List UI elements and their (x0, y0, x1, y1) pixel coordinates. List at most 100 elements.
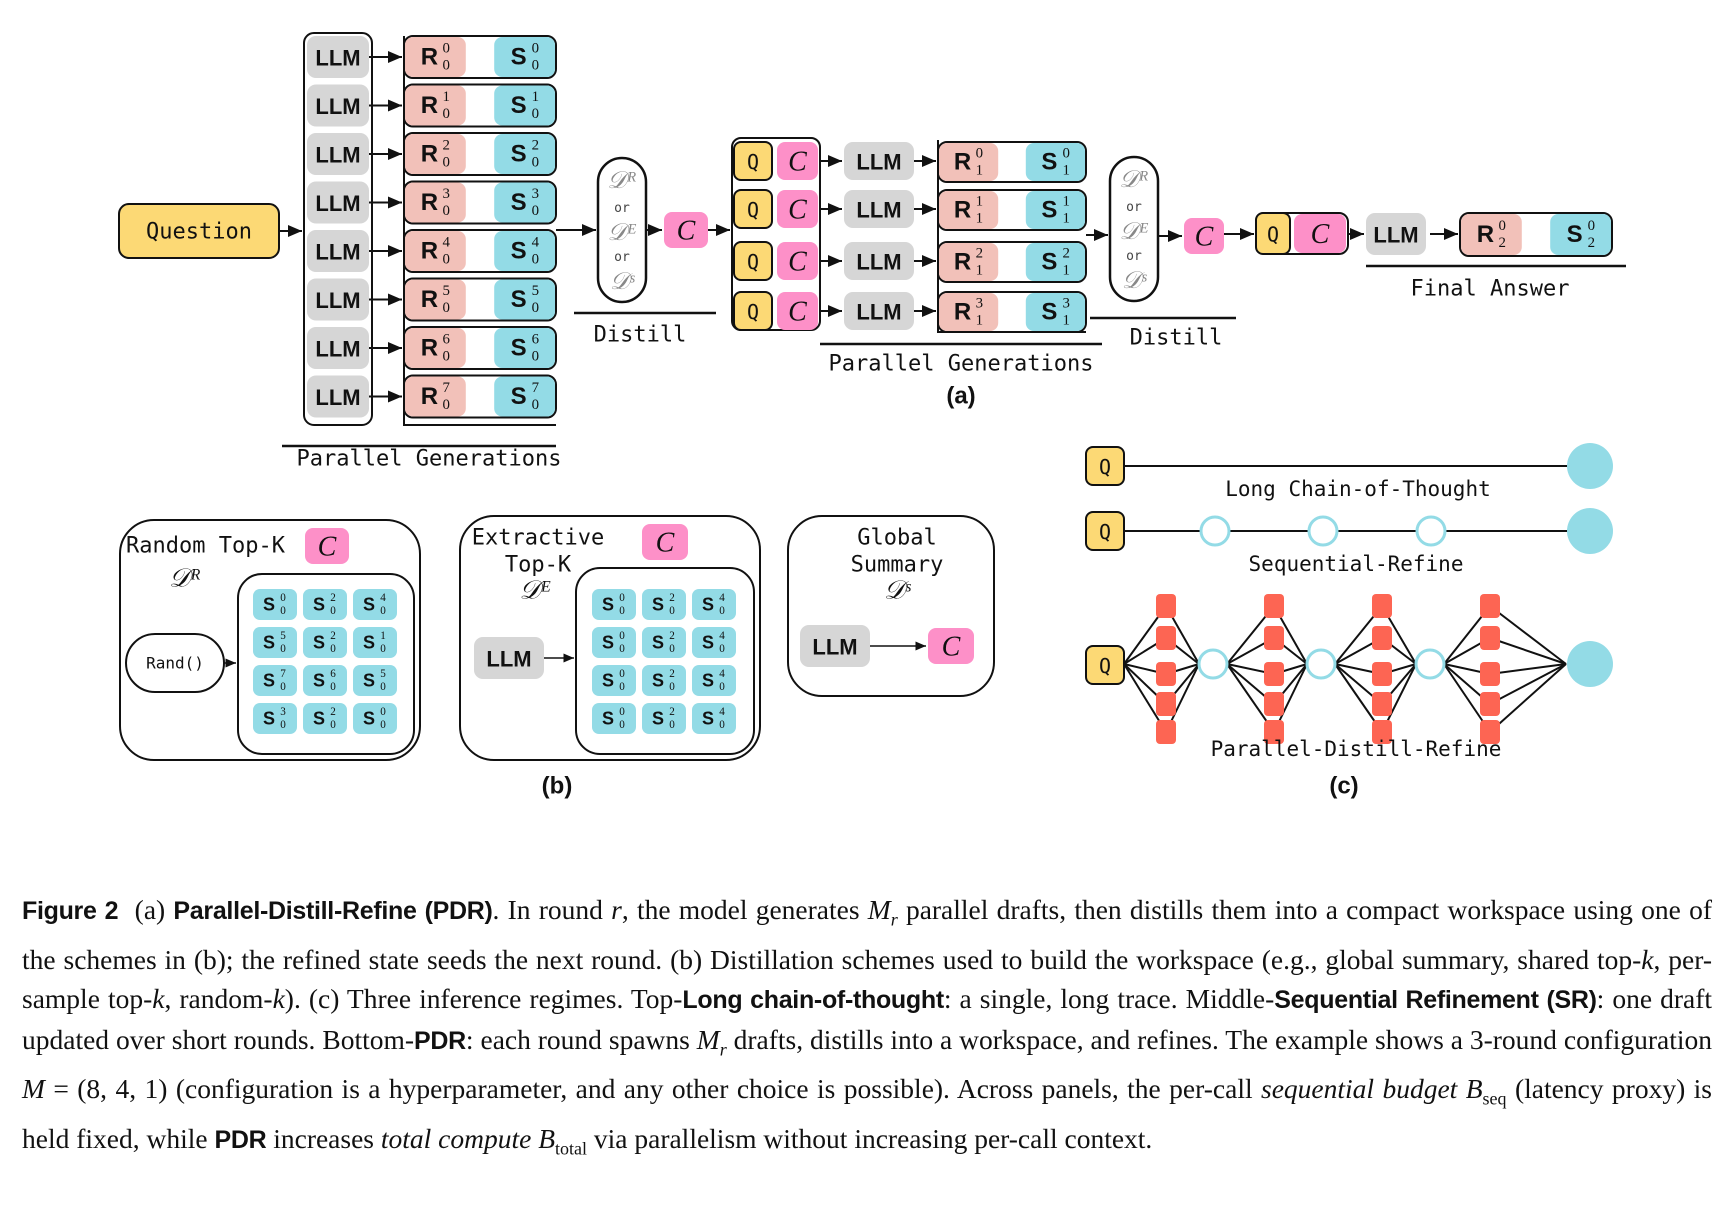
s-summary-label-base: S (1041, 299, 1057, 326)
summary-chip-bg (692, 665, 736, 696)
r-draft-bg (405, 37, 466, 77)
s-summary-label-base: S (511, 238, 527, 265)
c-box-bg (777, 190, 818, 228)
s-summary-label-base: S (1041, 249, 1057, 276)
distill-caption-1: Distill (594, 323, 687, 348)
distill-op-random: 𝒟ᴿ (1119, 167, 1149, 193)
llm-box: LLM (844, 242, 914, 280)
r-draft-bg (405, 85, 466, 126)
caption-math: k (272, 982, 285, 1014)
llm-box-bg (844, 242, 914, 280)
summary-chip-label-base: S (652, 671, 664, 691)
summary-chip-label-sup: 0 (619, 706, 625, 718)
sequential-refine-node (1199, 515, 1231, 547)
summary-chip-bg (692, 627, 736, 658)
global-title-1: Global (857, 526, 936, 551)
caption-text: . In round (492, 894, 612, 925)
random-c-box: C (305, 528, 349, 564)
s-summary-bg (494, 37, 555, 77)
summary-chip-label-sub: 0 (380, 605, 386, 617)
round0-group-outline (403, 36, 556, 426)
sequential-refine-node (1415, 515, 1447, 547)
s-summary-label-sup: 3 (1062, 296, 1069, 312)
s-summary-label-base: S (511, 44, 527, 71)
r-draft-bg (405, 328, 466, 368)
llm-box-bg (307, 375, 369, 418)
summary-chip-label-base: S (702, 595, 714, 615)
caption-math: M (867, 894, 891, 925)
summary-chip-bg (692, 589, 736, 620)
caption-math-sub: seq (1482, 1088, 1507, 1109)
c-box-bg (777, 242, 818, 280)
summary-chip-label-sup: 4 (719, 668, 725, 680)
summary-chip-bg (303, 665, 347, 696)
global-title-2: Summary (851, 553, 944, 578)
global-c-box: C (928, 628, 974, 664)
summary-chip-bg (253, 703, 297, 734)
summary-chip-label-base: S (602, 633, 614, 653)
qc-group-round1 (731, 137, 821, 331)
s-summary-label-sub: 0 (532, 251, 539, 267)
llm-box-label: LLM (315, 94, 360, 119)
sequential-q-box: Q (1085, 511, 1125, 551)
caption-text: : one draft updated over short rounds. B… (22, 982, 1713, 1055)
caption-math: M (22, 1073, 45, 1104)
r-draft-bg (405, 279, 466, 320)
r-draft-label-base: R (421, 335, 438, 362)
pdr-draft-node (1372, 692, 1392, 716)
llm-box-bg (307, 278, 369, 321)
summary-chip-label-sup: 4 (719, 706, 725, 718)
summary-chip-bg (642, 589, 686, 620)
r-draft-label-base: R (954, 249, 971, 276)
global-llm-box: LLM (800, 625, 870, 667)
caption-math: sequential budget B (1261, 1073, 1483, 1104)
pdr-draft-node (1480, 720, 1500, 744)
caption-math: k (152, 982, 165, 1014)
summary-chip-label-sup: 5 (380, 668, 386, 680)
workspace-c-1: C (664, 212, 708, 248)
summary-chip-label-sup: 0 (280, 592, 286, 604)
workspace-c-2: C (1184, 218, 1224, 254)
summary-chip-label-sub: 0 (719, 643, 725, 655)
figure-caption: Figure 2 (a) Parallel-Distill-Refine (PD… (22, 890, 1712, 1168)
c-box-label: C (788, 247, 807, 278)
caption-text: = (8, 4, 1) (configuration is a hyperpar… (44, 1073, 1262, 1104)
llm-box: LLM (307, 36, 369, 78)
pdr-fanin-edge (1489, 663, 1567, 705)
r-draft-label-base: R (954, 149, 971, 176)
distill-pill (1108, 155, 1160, 303)
summary-chip-bg (253, 589, 297, 620)
summary-chip-label-base: S (702, 671, 714, 691)
s-summary-label-sub: 0 (532, 154, 539, 170)
summary-chip-label-sub: 0 (719, 681, 725, 693)
s-summary-label-base: S (511, 383, 527, 410)
summary-chip-label-sub: 0 (619, 643, 625, 655)
c-box: C (777, 190, 818, 228)
summary-chip-label-sub: 0 (380, 643, 386, 655)
s-summary-bg (494, 328, 555, 368)
s-summary-label-base: S (511, 189, 527, 216)
extractive-c-box: C (642, 524, 688, 560)
extractive-title-2: Top-K (505, 553, 572, 578)
caption-text: (latency proxy) is held fixed, while (22, 1073, 1712, 1154)
llm-box-bg (474, 637, 544, 679)
s-summary-bg (1025, 143, 1085, 181)
r-draft-label-base: R (954, 197, 971, 224)
round1-caption: Parallel Generations (829, 352, 1094, 377)
summary-chip-label-base: S (602, 671, 614, 691)
r-draft-label-sup: 0 (976, 146, 983, 162)
